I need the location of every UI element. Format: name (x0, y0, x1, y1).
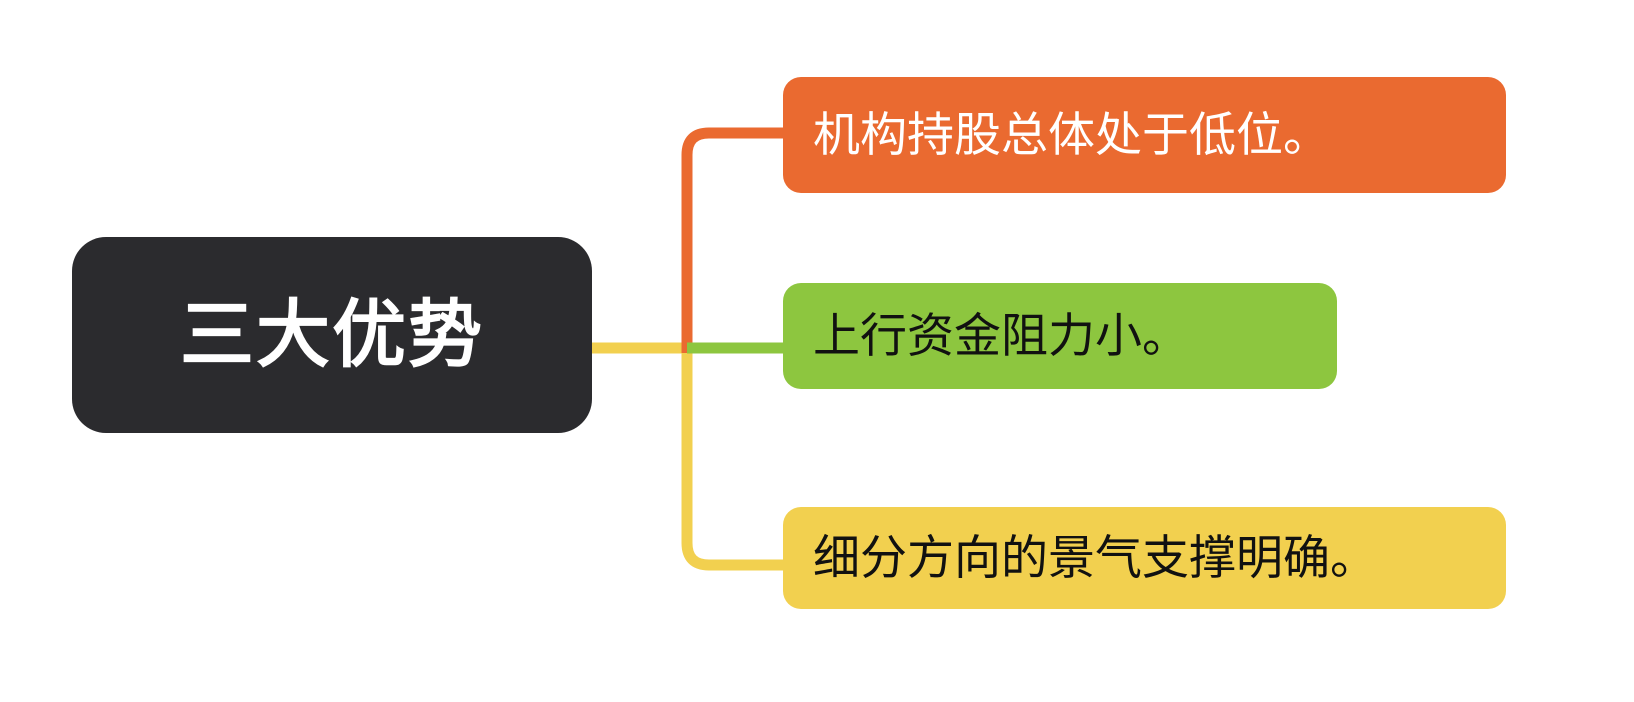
root-node-label: 三大优势 (180, 293, 484, 377)
connector-branch-0 (681, 127, 788, 353)
connector-branch-2 (681, 348, 788, 571)
branch-node-institutional-holdings[interactable]: 机构持股总体处于低位。 (783, 77, 1506, 193)
branch-node-label: 上行资金阻力小。 (813, 309, 1189, 363)
branch-node-label: 细分方向的景气支撑明确。 (813, 531, 1377, 585)
branch-node-upward-capital-resistance[interactable]: 上行资金阻力小。 (783, 283, 1337, 389)
branch-node-label: 机构持股总体处于低位。 (813, 108, 1330, 162)
branch-node-segment-prosperity-support[interactable]: 细分方向的景气支撑明确。 (783, 507, 1506, 609)
root-node[interactable]: 三大优势 (72, 237, 592, 433)
